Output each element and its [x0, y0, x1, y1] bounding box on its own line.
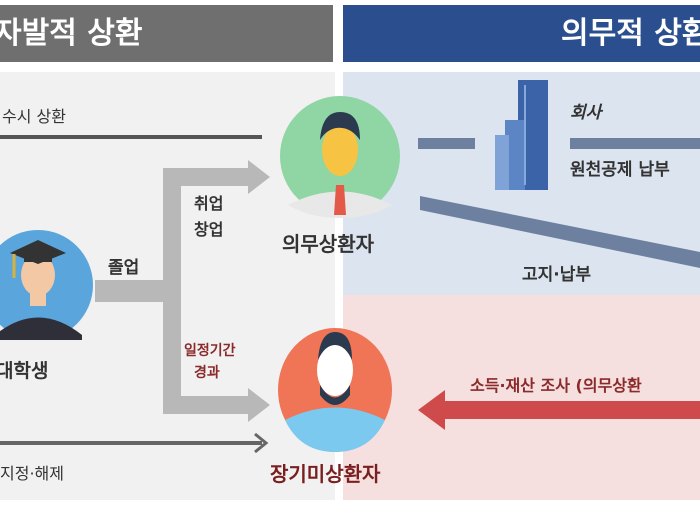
designation-arrowhead	[254, 432, 269, 454]
mandatory-header-text: 의무적 상환	[561, 16, 700, 51]
company-label: 회사	[570, 103, 602, 123]
withholding-label: 원천공제 납부	[570, 160, 670, 180]
long-term-avatar	[278, 328, 392, 452]
investigation-arrowhead	[418, 390, 445, 430]
obligated-label: 의무상환자	[282, 232, 374, 256]
notice-line	[420, 196, 700, 268]
period-label-2: 경과	[194, 365, 220, 381]
employment-label: 취업	[194, 194, 224, 213]
company-line-right	[570, 138, 700, 149]
voluntary-header: 자발적 상환	[0, 5, 333, 62]
designation-label: 지정·해제	[0, 464, 64, 483]
period-label-1: 일정기간	[184, 343, 236, 359]
long-term-label: 장기미상환자	[270, 462, 381, 486]
company-line-left	[418, 138, 475, 149]
notice-payment-label: 고지·납부	[522, 265, 592, 285]
mandatory-header: 의무적 상환	[343, 5, 700, 62]
anytime-line	[0, 135, 262, 139]
student-avatar	[0, 230, 93, 340]
voluntary-header-text: 자발적 상환	[0, 16, 143, 51]
obligated-avatar	[280, 96, 400, 218]
startup-label: 창업	[194, 220, 224, 239]
designation-line	[0, 441, 262, 445]
student-label: 대학생	[0, 360, 49, 382]
investigation-label: 소득·재산 조사 (의무상환	[470, 376, 642, 395]
mandatory-panel-bottom	[343, 295, 700, 500]
graduation-flow-arrow	[95, 160, 270, 422]
graduation-label: 졸업	[108, 258, 140, 278]
investigation-arrow	[440, 401, 700, 419]
anytime-repayment-label: 수시 상환	[2, 107, 66, 126]
building-icon	[495, 80, 548, 190]
